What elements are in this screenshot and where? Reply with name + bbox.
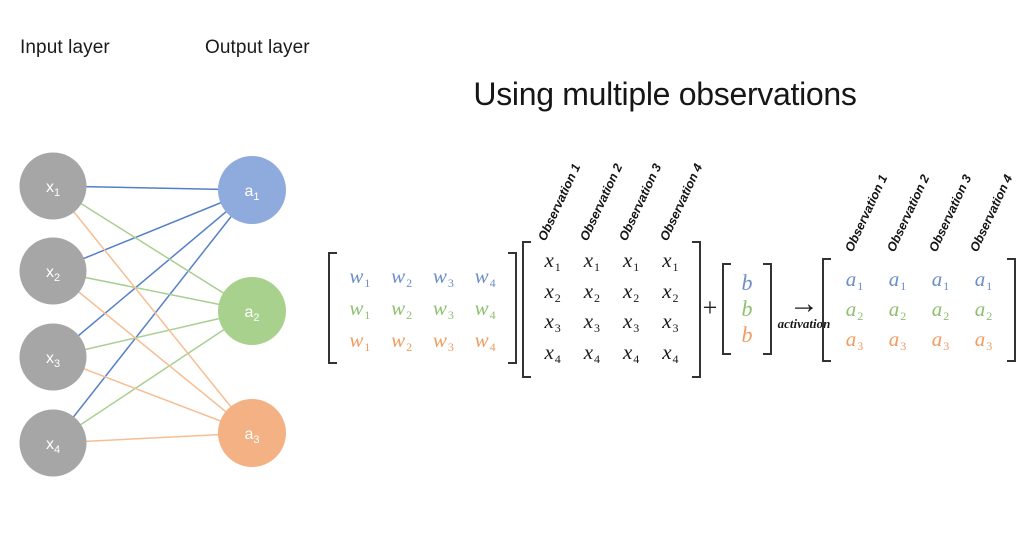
input-layer-label: Input layer xyxy=(20,37,110,58)
matrix-bracket-right xyxy=(692,241,701,378)
matrix-cell: w4 xyxy=(474,295,496,322)
matrix-cell: x2 xyxy=(544,278,561,305)
activation-arrow-label: activation xyxy=(777,316,831,331)
observation-label: Observation 1 xyxy=(842,172,891,254)
edge-x4-a2 xyxy=(52,310,253,444)
matrix-grid: x1 x1 x1 x1 x2 x2 x2 x2 x3 x3 x3 x3 x4 x4 x4 x4 xyxy=(533,246,690,369)
output-node-a1 xyxy=(218,156,286,224)
matrix-bracket-left xyxy=(822,258,831,362)
input-node-x1-label: x1 xyxy=(46,179,60,199)
matrix-cell: x2 xyxy=(622,278,640,305)
matrix-cell: a1 xyxy=(845,266,864,293)
slide-title: Using multiple observations xyxy=(473,76,857,112)
input-node-x1 xyxy=(19,152,87,220)
edge-x3-a1 xyxy=(52,189,253,358)
input-node-x3 xyxy=(19,323,87,391)
output-layer-label: Output layer xyxy=(205,37,310,58)
matrix-cell: w1 xyxy=(349,263,371,290)
matrix-cell: a1 xyxy=(974,266,993,293)
matrix-cell: x4 xyxy=(583,340,601,367)
input-node-x3-label: x3 xyxy=(46,350,60,370)
matrix-bracket-left xyxy=(722,263,731,355)
matrix-cell: a2 xyxy=(845,296,864,323)
output-node-a3-label: a3 xyxy=(244,426,259,446)
output-matrix: a1 a1 a1 a1 a2 a2 a2 a2 a3 a3 a3 a3 xyxy=(822,258,1016,362)
edge-x3-a3 xyxy=(52,356,253,434)
output-node-a2-label: a2 xyxy=(244,304,259,324)
matrix-cell: w3 xyxy=(432,295,454,322)
matrix-cell: w4 xyxy=(474,327,496,354)
matrix-cell: x1 xyxy=(662,247,679,274)
input-matrix: x1 x1 x1 x1 x2 x2 x2 x2 x3 x3 x3 x3 x4 x4 x4 x4 xyxy=(522,241,701,378)
matrix-cell: a2 xyxy=(888,296,907,323)
plus-operator: + xyxy=(702,293,718,322)
observation-label: Observation 3 xyxy=(926,172,975,254)
matrix-cell: a1 xyxy=(888,266,907,293)
edge-x3-a2 xyxy=(52,310,253,358)
matrix-cell: b xyxy=(741,296,753,321)
matrix-cell: x3 xyxy=(583,309,601,336)
matrix-bracket-left xyxy=(328,252,337,364)
edge-x2-a3 xyxy=(52,270,253,434)
input-node-x4-label: x4 xyxy=(46,436,60,456)
matrix-cell: x1 xyxy=(583,247,601,274)
matrix-cell: a3 xyxy=(845,326,864,353)
weight-matrix: w1 w2 w3 w4 w1 w2 w3 w4 w1 w2 w3 w4 xyxy=(328,252,517,364)
input-node-x2 xyxy=(19,237,87,305)
matrix-bracket-left xyxy=(522,241,531,378)
matrix-cell: x2 xyxy=(662,278,679,305)
matrix-cell: w2 xyxy=(391,263,413,290)
matrix-cell: a2 xyxy=(974,296,993,323)
output-node-a1-label: a1 xyxy=(244,183,259,203)
matrix-cell: b xyxy=(741,322,753,347)
input-node-x4 xyxy=(19,409,87,477)
matrix-bracket-right xyxy=(508,252,517,364)
matrix-cell: a1 xyxy=(931,266,950,293)
observation-label: Observation 3 xyxy=(616,161,665,243)
matrix-cell: x1 xyxy=(544,247,561,274)
observation-label: Observation 1 xyxy=(535,161,584,243)
matrix-cell: a3 xyxy=(931,326,950,353)
output-node-a2 xyxy=(218,277,286,345)
matrix-cell: x1 xyxy=(622,247,640,274)
matrix-cell: w4 xyxy=(474,263,496,290)
matrix-cell: w1 xyxy=(349,295,371,322)
matrix-cell: a3 xyxy=(888,326,907,353)
input-node-x2-label: x2 xyxy=(46,264,60,284)
edge-x2-a1 xyxy=(52,189,253,272)
observation-label: Observation 4 xyxy=(967,172,1016,254)
matrix-bracket-right xyxy=(763,263,772,355)
matrix-cell: b xyxy=(741,270,753,295)
matrix-cell: x3 xyxy=(622,309,640,336)
right-arrow-icon: → xyxy=(789,287,819,320)
matrix-cell: w3 xyxy=(432,263,454,290)
matrix-grid: w1 w2 w3 w4 w1 w2 w3 w4 w1 w2 w3 w4 xyxy=(339,261,506,357)
matrix-cell: w1 xyxy=(349,327,371,354)
network-diagram: x1 x2 x3 x4 a1 a2 a3 xyxy=(19,152,286,477)
observation-label: Observation 2 xyxy=(884,172,933,254)
matrix-cell: x4 xyxy=(622,340,640,367)
activation-arrow: → activation xyxy=(770,287,838,332)
matrix-cell: x3 xyxy=(662,309,679,336)
matrix-cell: w3 xyxy=(432,327,454,354)
matrix-cell: x4 xyxy=(544,340,561,367)
matrix-grid: a1 a1 a1 a1 a2 a2 a2 a2 a3 a3 a3 a3 xyxy=(833,265,1005,355)
matrix-bracket-right xyxy=(1007,258,1016,362)
matrix-cell: x2 xyxy=(583,278,601,305)
matrix-cell: w2 xyxy=(391,327,413,354)
matrix-cell: w2 xyxy=(391,295,413,322)
observation-label: Observation 4 xyxy=(657,161,706,243)
edge-x1-a3 xyxy=(52,185,253,434)
matrix-cell: x4 xyxy=(662,340,679,367)
matrix-cell: a2 xyxy=(931,296,950,323)
matrix-cell: x3 xyxy=(544,309,561,336)
edge-x1-a2 xyxy=(52,185,253,312)
edge-x4-a1 xyxy=(52,189,253,444)
output-node-a3 xyxy=(218,399,286,467)
matrix-cell: a3 xyxy=(974,326,993,353)
